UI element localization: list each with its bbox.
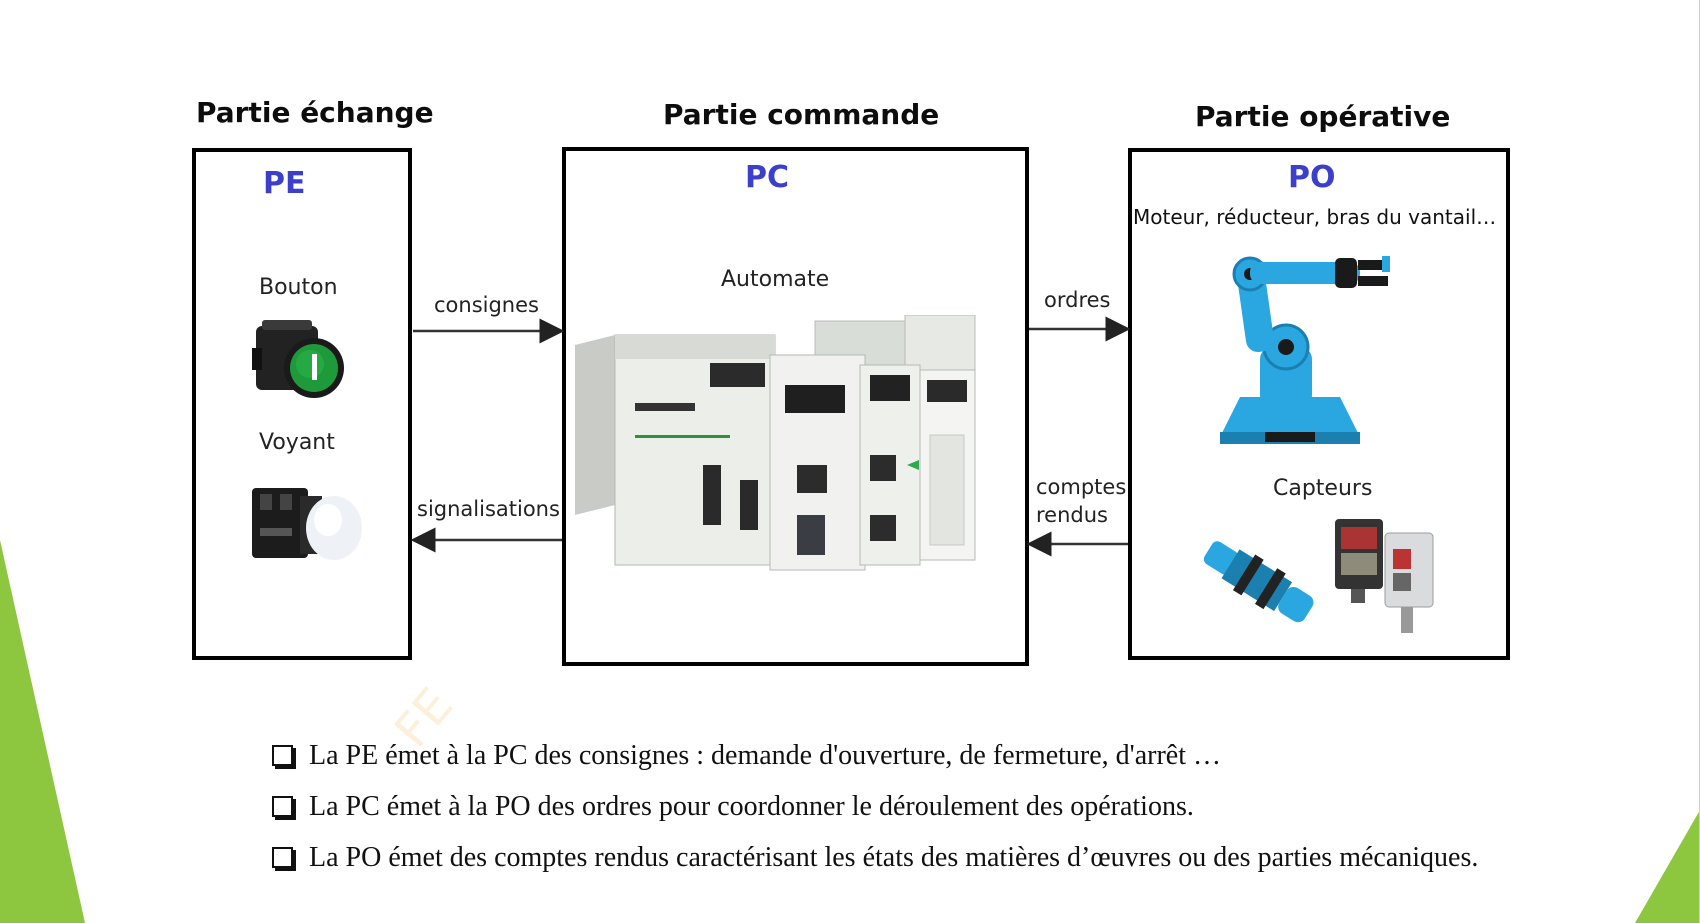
indicator-light-icon [252,488,362,560]
rendus-label: rendus [1036,503,1108,527]
list-item-text: La PE émet à la PC des consignes : deman… [309,739,1221,771]
checkbox-bullet-icon [272,796,293,817]
voyant-label: Voyant [259,430,335,455]
pc-code: PC [745,160,790,195]
list-item: La PE émet à la PC des consignes : deman… [272,730,1478,781]
robot-arm-icon [1220,256,1390,444]
capteurs-label: Capteurs [1273,476,1373,501]
list-item: La PC émet à la PO des ordres pour coord… [272,781,1478,832]
plc-automate-icon [575,315,976,571]
list-item: La PO émet des comptes rendus caractéris… [272,832,1478,883]
pc-section-title: Partie commande [663,98,940,131]
comptes-label: comptes [1036,475,1127,499]
checkbox-bullet-icon [272,847,293,868]
push-button-icon [252,320,344,398]
po-description: Moteur, réducteur, bras du vantail… [1133,205,1497,229]
list-item-text: La PC émet à la PO des ordres pour coord… [309,790,1194,822]
pe-section-title: Partie échange [196,96,434,129]
signalisations-label: signalisations [417,497,560,521]
consignes-label: consignes [434,293,539,317]
pe-box [192,148,412,660]
automate-label: Automate [721,267,830,292]
checkbox-bullet-icon [272,745,293,766]
po-code: PO [1288,160,1336,195]
bouton-label: Bouton [259,275,338,300]
po-section-title: Partie opérative [1195,100,1451,133]
ordres-label: ordres [1044,288,1111,312]
explanation-list: La PE émet à la PC des consignes : deman… [272,730,1478,883]
list-item-text: La PO émet des comptes rendus caractéris… [309,841,1479,873]
pe-code: PE [263,166,306,201]
sensors-icon [1203,519,1434,633]
